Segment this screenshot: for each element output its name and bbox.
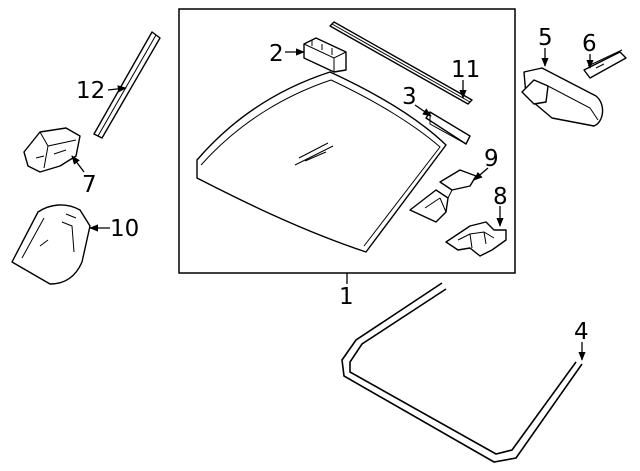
part-10-cover [11,204,91,285]
callout-9: 9 [484,146,499,172]
callout-3-arrow [414,104,432,117]
part-5-mirror [521,67,604,127]
callout-12: 12 [76,78,105,104]
callout-4: 4 [574,319,589,345]
part-7-bracket [23,127,81,173]
callout-8: 8 [493,184,508,210]
part-11-molding [329,21,473,105]
callout-2: 2 [269,41,284,67]
callout-6: 6 [582,31,597,57]
callout-7-arrow [71,155,85,173]
callout-7: 7 [82,172,97,198]
callout-12-arrow [107,85,127,93]
part-2-bracket [303,37,347,73]
part-4-weatherstrip [341,282,583,463]
part-9-bracket [409,169,477,223]
part-12-strip [93,31,161,139]
callout-11: 11 [451,57,480,83]
part-6-clip [583,49,627,79]
callout-10: 10 [110,216,139,242]
windshield-glass [196,71,447,253]
callout-3: 3 [402,84,417,110]
callout-1: 1 [339,284,354,310]
callout-9-arrow [473,167,489,181]
part-8-bracket [445,221,507,257]
callout-5: 5 [538,25,553,51]
